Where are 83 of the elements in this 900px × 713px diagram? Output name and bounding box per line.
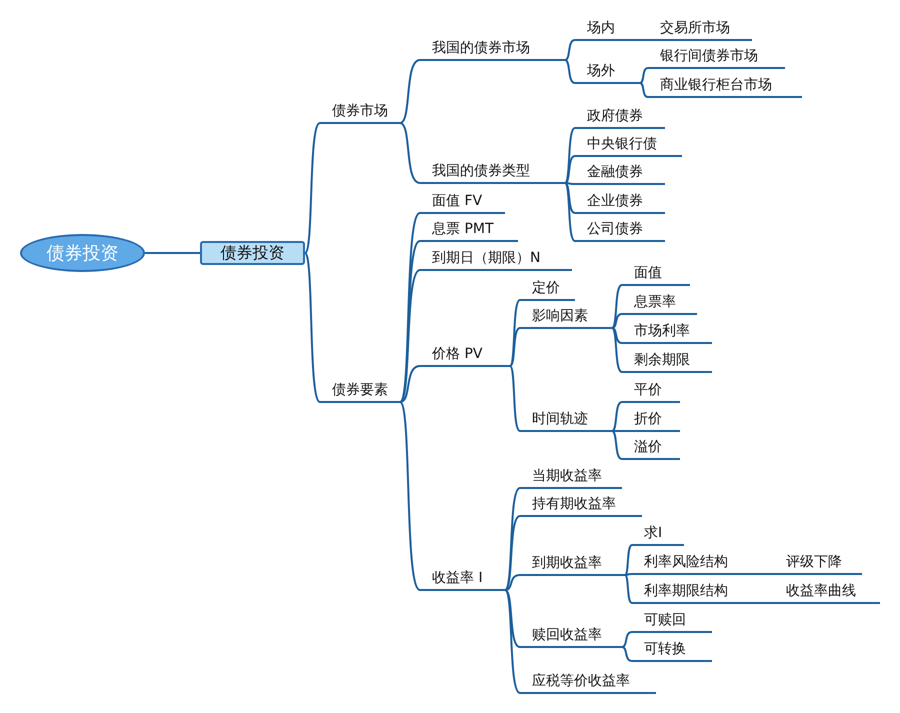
- connector: [145, 252, 200, 254]
- branch-label: 持有期收益率: [520, 495, 642, 517]
- branch-label: 债券市场: [320, 102, 400, 124]
- branch-label: 银行间债券市场: [648, 47, 785, 69]
- connector: [510, 327, 520, 367]
- branch-label: 市场利率: [622, 322, 712, 344]
- branch-label: 面值: [622, 264, 690, 286]
- branch-label: 企业债券: [575, 192, 665, 214]
- connector: [624, 573, 632, 576]
- connector: [564, 182, 576, 242]
- branch-label: 商业银行柜台市场: [648, 76, 802, 98]
- connector: [624, 544, 632, 576]
- connector: [400, 365, 420, 403]
- connector: [304, 122, 321, 254]
- connector: [622, 631, 632, 648]
- branch-label: 我国的债券市场: [420, 39, 565, 61]
- connector: [399, 401, 421, 591]
- branch-label: 求I: [632, 524, 684, 546]
- connector: [611, 284, 622, 329]
- connector: [612, 401, 622, 432]
- connector: [611, 327, 622, 373]
- branch-label: 折价: [622, 410, 680, 432]
- connector: [400, 59, 420, 124]
- branch-label: 可赎回: [632, 611, 712, 633]
- branch-label: 息票率: [622, 293, 697, 315]
- branch-label: 场外: [575, 62, 640, 84]
- connector: [612, 430, 622, 460]
- connector: [504, 589, 520, 648]
- branch-label: 到期日（期限）N: [420, 249, 572, 271]
- connector: [400, 122, 420, 184]
- branch-label: 平价: [622, 381, 680, 403]
- branch-label: 中央银行债: [575, 135, 682, 157]
- connector: [564, 59, 576, 84]
- topic-box: 债券投资: [200, 241, 305, 265]
- connector: [640, 82, 648, 98]
- connector: [564, 127, 576, 184]
- branch-label: 溢价: [622, 438, 680, 460]
- branch-label: 价格 PV: [420, 345, 510, 367]
- connector: [624, 574, 632, 604]
- connector: [564, 182, 576, 185]
- branch-label: 公司债券: [575, 220, 665, 242]
- connector: [612, 313, 622, 329]
- branch-label: 场内: [575, 19, 640, 41]
- connector: [612, 327, 622, 344]
- branch-label: 时间轨迹: [520, 410, 612, 432]
- connector: [564, 182, 576, 214]
- connector: [509, 365, 521, 432]
- branch-label: 面值 FV: [420, 192, 505, 214]
- branch-label: 到期收益率: [520, 554, 625, 576]
- branch-label: 政府债券: [575, 107, 665, 129]
- connector: [612, 430, 622, 432]
- connector: [504, 589, 521, 694]
- branch-label: 定价: [520, 279, 575, 301]
- branch-label: 债券要素: [320, 381, 400, 403]
- branch-label: 金融债券: [575, 163, 665, 185]
- root-ellipse: 债券投资: [20, 234, 145, 272]
- branch-label: 收益率曲线: [774, 582, 880, 604]
- branch-label: 息票 PMT: [420, 220, 518, 242]
- connector: [766, 602, 774, 604]
- branch-label: 影响因素: [520, 307, 612, 329]
- connector: [564, 39, 576, 61]
- connector: [766, 573, 774, 575]
- connector: [622, 646, 632, 662]
- connector: [304, 252, 321, 403]
- branch-label: 评级下降: [774, 553, 862, 575]
- branch-label: 利率期限结构: [632, 582, 766, 604]
- connector: [399, 269, 421, 403]
- branch-label: 剩余期限: [622, 351, 712, 373]
- branch-label: 我国的债券类型: [420, 162, 565, 184]
- connector: [504, 515, 520, 591]
- connector: [640, 67, 648, 84]
- branch-label: 交易所市场: [648, 19, 752, 41]
- connector: [504, 574, 520, 591]
- branch-label: 赎回收益率: [520, 626, 622, 648]
- connector: [509, 299, 521, 367]
- connector: [564, 155, 576, 184]
- branch-label: 可转换: [632, 640, 712, 662]
- connector: [640, 39, 648, 41]
- connector: [504, 487, 521, 591]
- branch-label: 当期收益率: [520, 467, 622, 489]
- branch-label: 应税等价收益率: [520, 672, 656, 694]
- branch-label: 利率风险结构: [632, 553, 766, 575]
- branch-label: 收益率 I: [420, 569, 505, 591]
